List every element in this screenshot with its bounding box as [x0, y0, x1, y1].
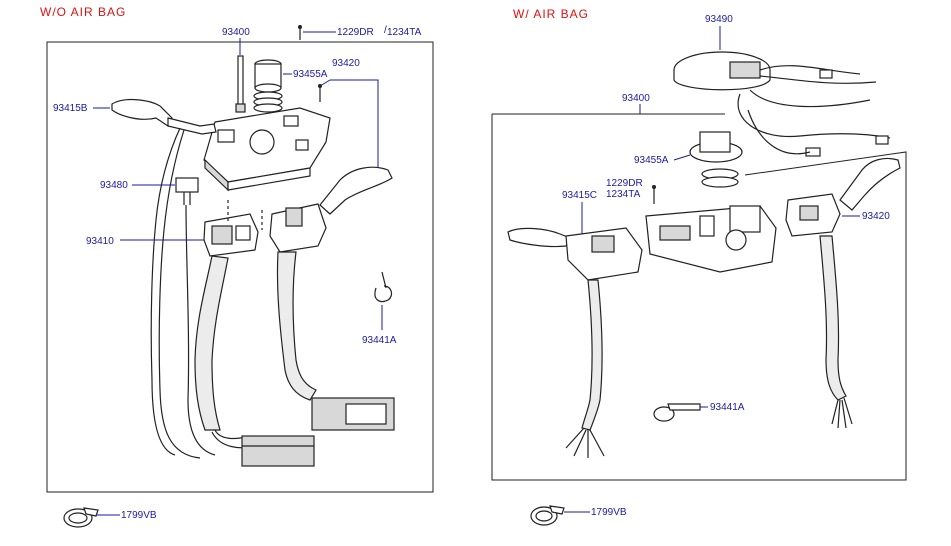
horn-contact-icon	[175, 177, 216, 456]
right-frame-outline	[491, 114, 907, 481]
screw-icon-right	[652, 185, 656, 204]
label-93410-left: 93410	[86, 236, 114, 247]
wiper-lever-icon-left	[269, 166, 393, 253]
section-title-with-airbag: W/ AIR BAG	[513, 7, 589, 21]
label-93420-right: 93420	[862, 211, 890, 222]
label-93400-left: 93400	[222, 27, 250, 38]
label-93400-right: 93400	[622, 93, 650, 104]
label-93455a-left: 93455A	[293, 69, 328, 80]
label-1229dr-left: 1229DR	[337, 27, 374, 38]
label-1799vb-right: 1799VB	[591, 507, 627, 518]
clip-icon-right	[653, 403, 701, 422]
switch-body-right	[645, 205, 777, 273]
right-harness-icon-right	[819, 235, 853, 429]
band-clamp-icon-right	[530, 505, 565, 526]
connector-icon-b	[311, 397, 395, 431]
rod-icon	[235, 55, 246, 113]
leader-93420-left	[330, 79, 379, 170]
leader-93455a-right	[673, 154, 691, 161]
band-clamp-icon-left	[63, 507, 99, 528]
label-1234ta-right: 1234TA	[606, 189, 641, 200]
turn-signal-lever-icon	[111, 98, 217, 459]
label-93441a-left: 93441A	[362, 335, 397, 346]
right-harness-icon-left	[276, 251, 317, 401]
bushing-icon-right	[689, 131, 743, 188]
wiper-switch-connector-icon	[203, 200, 263, 257]
label-93415c-right: 93415C	[562, 190, 597, 201]
clip-icon-left	[374, 271, 393, 303]
clock-spring-icon	[673, 51, 891, 157]
label-1229dr-right: 1229DR	[606, 178, 643, 189]
label-1234ta-left: 1234TA	[387, 27, 422, 38]
bushing-icon-left	[253, 59, 283, 113]
label-93490-right: 93490	[705, 14, 733, 25]
connector-icon-a	[241, 435, 315, 467]
label-separator-left: /	[384, 25, 387, 36]
left-panel: 93400 1229DR / 1234TA 93455A 93420	[46, 25, 434, 528]
label-93420-left: 93420	[332, 58, 360, 69]
section-title-without-airbag: W/O AIR BAG	[40, 5, 126, 19]
left-harness-icon-right	[565, 279, 605, 458]
turn-signal-lever-icon-right	[507, 227, 643, 281]
right-panel: 93490 93400 93455A 1229DR	[491, 14, 907, 526]
label-93455a-right: 93455A	[634, 155, 669, 166]
wiper-lever-icon-right	[785, 157, 901, 237]
label-93480-left: 93480	[100, 180, 128, 191]
label-93415b-left: 93415B	[53, 103, 88, 114]
label-1799vb-left: 1799VB	[121, 510, 157, 521]
label-93441a-right: 93441A	[710, 402, 745, 413]
switch-body-left	[203, 107, 331, 192]
screw-icon-left	[298, 25, 302, 40]
left-harness-icon	[194, 255, 259, 449]
small-screw-icon-left	[318, 84, 322, 102]
